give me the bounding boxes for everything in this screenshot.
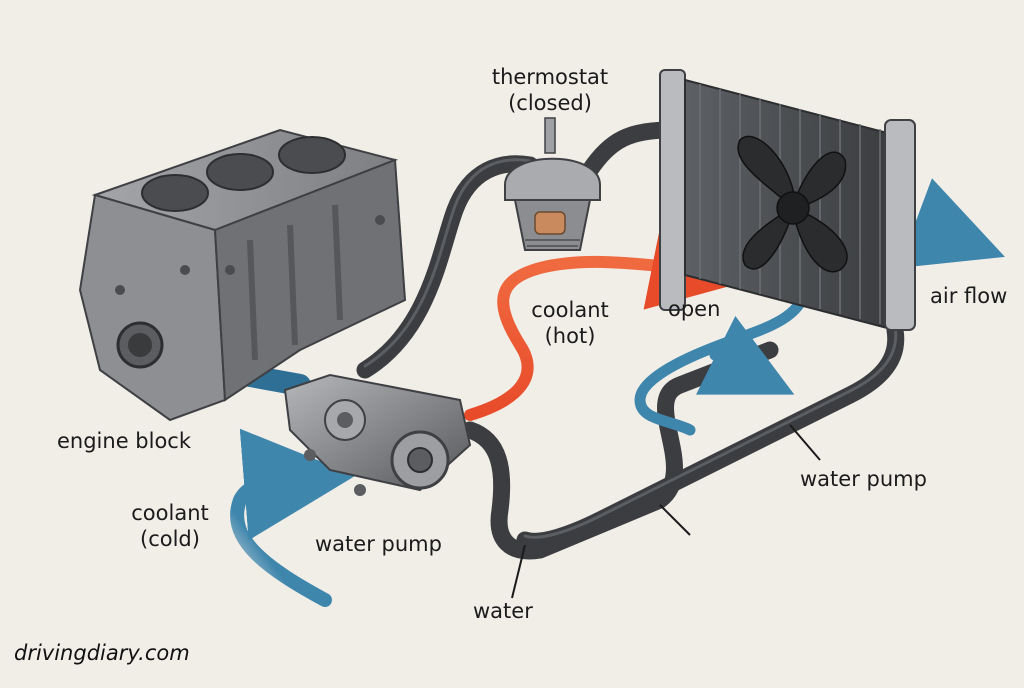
- engine-block-label: engine block: [57, 429, 192, 453]
- hot-flow-path: [464, 215, 748, 421]
- open-label: open: [668, 297, 721, 321]
- water-label: water: [473, 599, 533, 623]
- thermostat-label-line1: thermostat: [491, 65, 609, 89]
- water-pump-label: water pump: [315, 532, 442, 556]
- leader-water: [511, 544, 526, 599]
- cylinder-bore-3: [278, 136, 346, 174]
- thermostat-label-line2: (closed): [508, 91, 592, 115]
- leader-center: [659, 504, 691, 536]
- engine-block-front: [78, 193, 227, 422]
- water-pump-right-label: water pump: [800, 467, 927, 491]
- air-flow-arrow: [898, 178, 1005, 269]
- coolant-cold-label-line2: (cold): [140, 527, 200, 551]
- cylinder-bore-2: [206, 153, 274, 191]
- water-pump: [283, 373, 472, 496]
- radiator-fan: [737, 135, 848, 273]
- hot-coolant-flow: [464, 215, 748, 421]
- coolant-cold-label: coolant (cold): [115, 500, 225, 552]
- thermostat-wax-element: [534, 211, 566, 235]
- cold-flow-into-pump: [230, 428, 356, 607]
- upper-hose-thermostat-to-radiator: [581, 121, 679, 179]
- coolant-hot-label-line1: coolant: [531, 298, 609, 322]
- cylinder-bore-1: [141, 174, 209, 212]
- leader-lines: [511, 424, 821, 599]
- cold-flow-branch: [695, 315, 795, 395]
- lower-hose-radiator-return: [516, 321, 905, 550]
- coolant-hot-label-line2: (hot): [544, 324, 596, 348]
- engine-block-side: [213, 158, 407, 402]
- radiator: [659, 69, 916, 332]
- leader-water-pump-right: [789, 424, 821, 461]
- watermark: drivingdiary.com: [14, 641, 190, 665]
- coolant-hot-label: coolant (hot): [510, 297, 630, 349]
- engine-block: [78, 128, 407, 422]
- thermostat-label: thermostat (closed): [475, 64, 625, 116]
- thermostat: [504, 117, 601, 251]
- coolant-cold-label-line1: coolant: [131, 501, 209, 525]
- air-flow-label: air flow: [930, 284, 1008, 308]
- hose-highlights: [363, 158, 898, 539]
